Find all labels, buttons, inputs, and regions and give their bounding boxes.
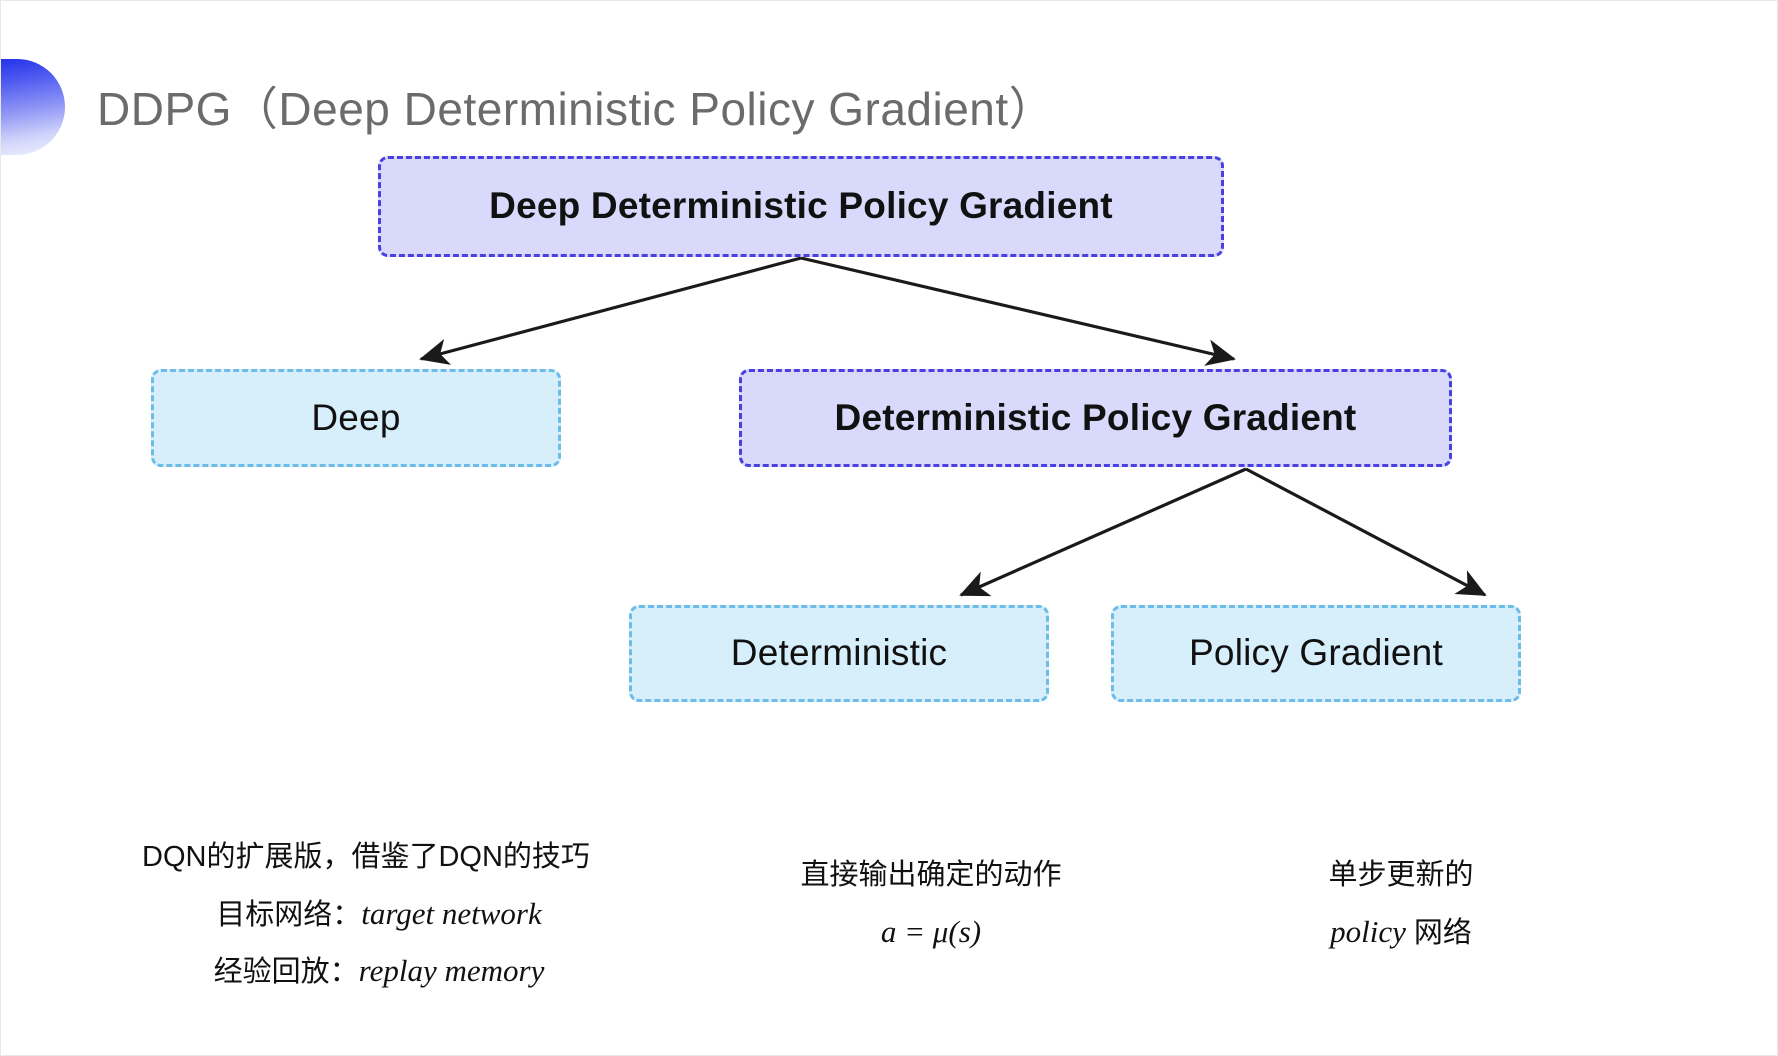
page-title: DDPG（Deep Deterministic Policy Gradient） bbox=[97, 83, 1056, 135]
annotation-line: 目标网络：target network bbox=[136, 885, 596, 943]
annotation-term: replay memory bbox=[358, 953, 545, 989]
edge-root-dpg bbox=[800, 256, 1236, 366]
annotation-deterministic: 直接输出确定的动作 a = μ(s) bbox=[721, 849, 1141, 960]
node-deterministic-policy-gradient[interactable]: Deterministic Policy Gradient bbox=[739, 369, 1452, 467]
annotation-line: 单步更新的 bbox=[1328, 859, 1474, 891]
node-deterministic[interactable]: Deterministic bbox=[629, 605, 1049, 702]
annotation-term: policy bbox=[1330, 913, 1406, 949]
edge-dpg-policy-gradient bbox=[1245, 467, 1487, 597]
edge-dpg-deterministic bbox=[959, 467, 1247, 597]
annotation-line: 直接输出确定的动作 bbox=[800, 859, 1062, 891]
node-deep-deterministic-policy-gradient[interactable]: Deep Deterministic Policy Gradient bbox=[378, 156, 1224, 257]
annotation-deep: DQN的扩展版，借鉴了DQN的技巧 目标网络：target network 经验… bbox=[136, 831, 596, 1000]
node-label: Policy Gradient bbox=[1189, 632, 1443, 674]
node-deep[interactable]: Deep bbox=[151, 369, 561, 467]
node-label: Deep Deterministic Policy Gradient bbox=[489, 185, 1113, 227]
node-label: Deterministic bbox=[730, 632, 948, 674]
annotation-line: DQN的扩展版，借鉴了DQN的技巧 bbox=[142, 841, 590, 873]
annotation-label: 目标网络： bbox=[216, 898, 362, 931]
annotation-suffix: 网络 bbox=[1405, 916, 1472, 949]
annotation-term: target network bbox=[361, 895, 542, 931]
edge-root-deep bbox=[419, 256, 802, 365]
node-label: Deterministic Policy Gradient bbox=[834, 396, 1357, 438]
annotation-label: 经验回放： bbox=[213, 956, 359, 989]
annotation-line: policy 网络 bbox=[1191, 903, 1611, 961]
node-label: Deep bbox=[311, 396, 401, 438]
annotation-line: 经验回放：replay memory bbox=[136, 942, 596, 1000]
annotation-formula: a = μ(s) bbox=[880, 913, 982, 949]
node-policy-gradient[interactable]: Policy Gradient bbox=[1111, 605, 1521, 702]
annotation-policy-gradient: 单步更新的 policy 网络 bbox=[1191, 849, 1611, 960]
